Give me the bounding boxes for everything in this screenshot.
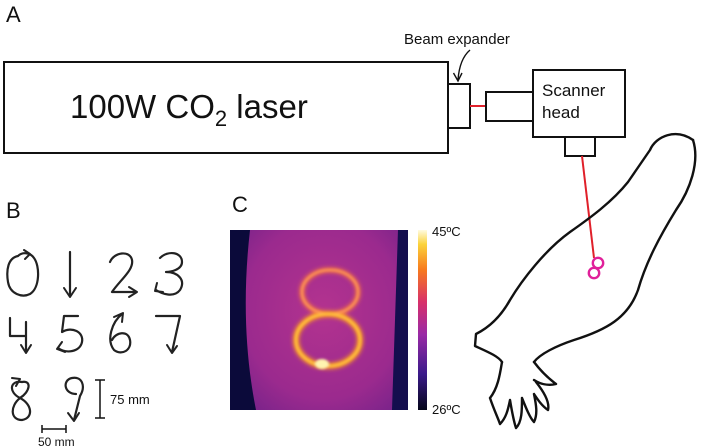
digit-8-trace xyxy=(10,380,32,422)
scale-vertical-label: 75 mm xyxy=(110,392,150,407)
scanner-output-lens xyxy=(564,136,596,157)
digit-5-trace xyxy=(56,314,84,353)
digit-0-arrow xyxy=(23,249,31,260)
temperature-colorbar xyxy=(418,230,427,410)
digit-8-arrow xyxy=(11,377,21,387)
digit-0-trace xyxy=(6,252,40,297)
beam-expander-label: Beam expander xyxy=(404,31,510,48)
arm-outline xyxy=(473,133,695,364)
digit-1-arrow xyxy=(63,287,77,298)
laser-beam-to-arm xyxy=(581,155,595,259)
beam-expander-box xyxy=(447,83,471,129)
colorbar-min-label: 26ºC xyxy=(432,402,461,417)
digit-7-trace xyxy=(154,314,182,354)
digit-trajectories xyxy=(6,249,184,422)
beam-expander-arrowhead xyxy=(452,72,463,83)
digit-3-trace xyxy=(154,252,184,296)
digit-9-trace xyxy=(64,376,84,422)
digit-2-trace xyxy=(108,252,138,294)
scale-horizontal-label: 50 mm xyxy=(38,435,75,447)
colorbar-max-label: 45ºC xyxy=(432,224,461,239)
laser-spot-lower xyxy=(587,266,601,280)
digit-7-arrow xyxy=(166,344,178,354)
scanner-input-tube xyxy=(485,91,534,122)
digit-5-arrow xyxy=(56,341,66,353)
arm-outline-lower xyxy=(532,138,697,364)
laser-label: 100W CO2 laser xyxy=(70,88,308,131)
digit-6-trace xyxy=(109,312,132,354)
panel-label-c: C xyxy=(232,192,248,217)
scanner-label-line1: Scanner xyxy=(542,81,606,100)
digit-9-arrow xyxy=(67,412,80,422)
scanner-label-line2: head xyxy=(542,103,580,122)
digit-4-trace xyxy=(8,316,28,354)
panel-label-a: A xyxy=(6,2,21,27)
hand-outline xyxy=(488,360,558,430)
beam-expander-arrow xyxy=(457,49,471,81)
scale-bar-vertical xyxy=(95,379,105,419)
panel-label-b: B xyxy=(6,198,21,223)
digit-3-arrow xyxy=(154,282,164,293)
thermal-image xyxy=(230,230,408,410)
digit-4-arrow xyxy=(20,344,32,354)
digit-2-arrow xyxy=(128,286,138,298)
scale-bar-horizontal xyxy=(41,425,67,433)
digit-6-arrow xyxy=(113,312,124,323)
